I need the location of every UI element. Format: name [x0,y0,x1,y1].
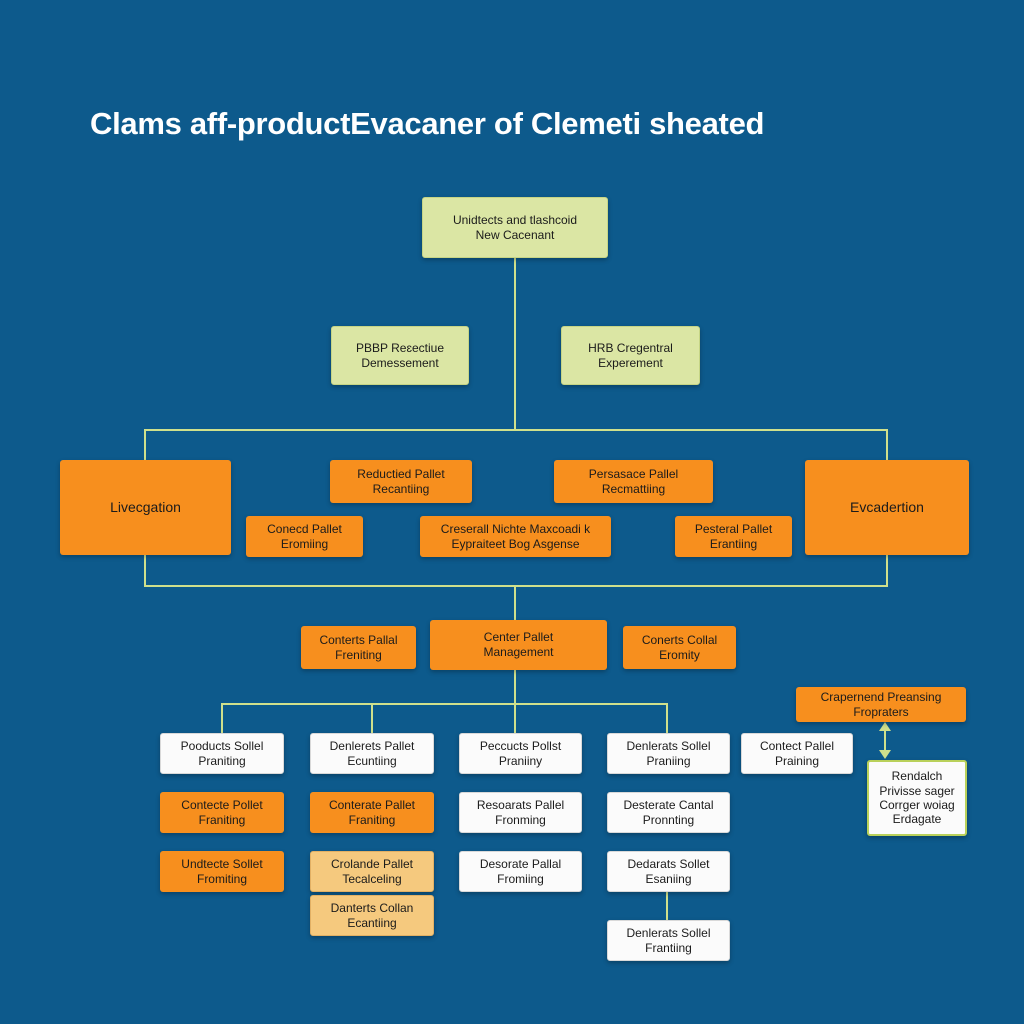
conecd-node: Conecd Pallet Eromiing [246,516,363,557]
col2-row1-node: Denlerets Pallet Ecuntiing [310,733,434,774]
col3-row1-node: Peccucts Pollst Praniiny [459,733,582,774]
col2-row3-node: Crolande Pallet Tecalceling [310,851,434,892]
col4-row1-node: Denlerats Sollel Praniing [607,733,730,774]
col3-row2-node: Resoarats Pallel Fronming [459,792,582,833]
contect-node: Contect Pallel Praining [741,733,853,774]
diagram-title: Clams aff-productEvacaner of Clemeti she… [90,106,765,141]
col4-row4-node: Denlerats Sollel Frantiing [607,920,730,961]
center-node: Center Pallet Management [430,620,607,670]
col1-row3-node: Undtecte Sollet Fromiting [160,851,284,892]
reductied-node: Reductied Pallet Recantiing [330,460,472,503]
conterts-left-node: Conterts Pallal Freniting [301,626,416,669]
pbbp-node: PBBP Reɛectiue Demessement [331,326,469,385]
col1-row1-node: Pooducts Sollel Praniting [160,733,284,774]
conterts-right-node: Conerts Collal Eromity [623,626,736,669]
rendalch-node: Rendalch Privisse sager Corrger woiag Er… [867,760,967,836]
pesteral-node: Pesteral Pallet Erantiing [675,516,792,557]
col1-row2-node: Contecte Pollet Franiting [160,792,284,833]
evcadertion-node: Evcadertion [805,460,969,555]
col2-row4-node: Danterts Collan Ecantiing [310,895,434,936]
col4-row2-node: Desterate Cantal Pronnting [607,792,730,833]
livecgation-node: Livecgation [60,460,231,555]
col4-row3-node: Dedarats Sollet Esaniing [607,851,730,892]
root-node: Unidtects and tlashcoid New Cacenant [422,197,608,258]
creserall-node: Creserall Nichte Maxcoadi k Eypraiteet B… [420,516,611,557]
hrb-node: HRB Cregentral Experement [561,326,700,385]
col3-row3-node: Desorate Pallal Fromiing [459,851,582,892]
crapernd-node: Crapernend Preansing Fropraters [796,687,966,722]
col2-row2-node: Conterate Pallet Franiting [310,792,434,833]
persasace-node: Persasace Pallel Recmattiing [554,460,713,503]
